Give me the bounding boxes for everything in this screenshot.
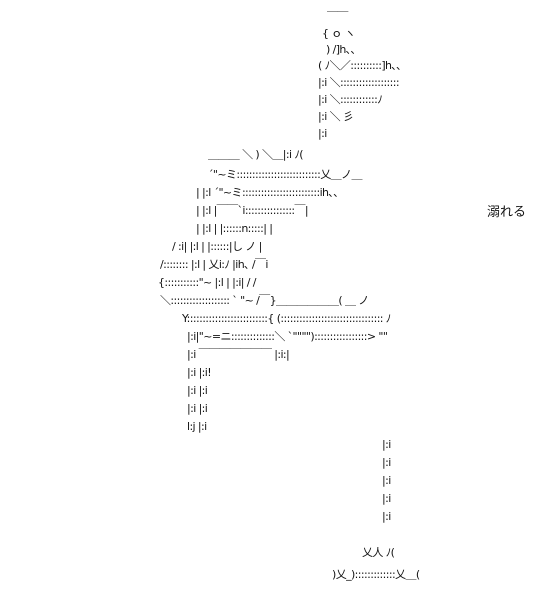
art-line-leg-4: |:i — [382, 492, 391, 505]
art-line-beak-5: |:i ＼ 彡 — [318, 110, 353, 123]
art-line-legs-1: |:i ￣￣￣￣￣￣￣ |:i:| — [187, 347, 289, 361]
art-line-body-4: /:::::::: |:l | 乂i:ﾉ |ih､ /￣i — [160, 257, 268, 271]
art-line-legs-5: l:j |:i — [187, 420, 207, 433]
caption-label: 溺れる — [487, 205, 527, 220]
art-line-back-1: ´"~ミ:::::::::::::::::::::::::::乂＿ノ＿ — [208, 168, 362, 181]
art-line-beak-4: |:i ＼::::::::::::ﾉ — [318, 93, 382, 106]
art-line-belly-2: Y::::::::::::::::::::::::::{ (::::::::::… — [181, 312, 391, 325]
art-line-belly-1: ＼::::::::::::::::::: ` "~ /￣}＿＿＿＿＿＿( ＿ ノ — [160, 293, 369, 307]
art-line-body-5: {:::::::::::"~ |:l | |:i| / / — [158, 276, 257, 289]
art-line-back-2: | |:l ´"~ミ:::::::::::::::::::::::::ih､､ — [196, 186, 338, 199]
art-line-ripple-2: )乂_):::::::::::::乂＿( — [332, 568, 420, 581]
art-line-shoulder: ＿＿＿ ＼ ) ＼＿|:i ﾉ( — [208, 148, 303, 161]
art-line-leg-5: |:i — [382, 510, 391, 523]
art-line-body-1: | |:l |￣￣`i::::::::::::::::￣| — [196, 203, 308, 217]
art-line-legs-2: |:i |:i! — [187, 366, 211, 379]
art-line-neck-1: |:i — [318, 127, 327, 140]
art-line-beak-1: ) /]h､､ — [326, 43, 356, 56]
art-line-leg-3: |:i — [382, 474, 391, 487]
art-line-body-3: / :i| |:l | |::::::|し ノ | — [172, 240, 262, 253]
art-line-belly-3: |:i|"~=ニ::::::::::::::＼ `"""")::::::::::… — [187, 330, 387, 343]
art-line-legs-3: |:i |:i — [187, 384, 208, 397]
art-line-leg-2: |:i — [382, 456, 391, 469]
art-line-beak-3: |:i ＼::::::::::::::::::: — [318, 76, 399, 89]
art-line-eye: { ｏ ヽ — [322, 27, 355, 40]
art-line-legs-4: |:i |:i — [187, 402, 208, 415]
art-line-leg-1: |:i — [382, 438, 391, 451]
art-line-body-2: | |:l | |::::::n:::::| | — [196, 222, 272, 235]
art-line-ripple-1: 乂人 ﾉ( — [362, 546, 395, 559]
art-line-head-top: ￣￣ — [327, 10, 348, 24]
art-line-beak-2: ( ﾉ＼／::::::::::]h､､ — [318, 59, 401, 72]
